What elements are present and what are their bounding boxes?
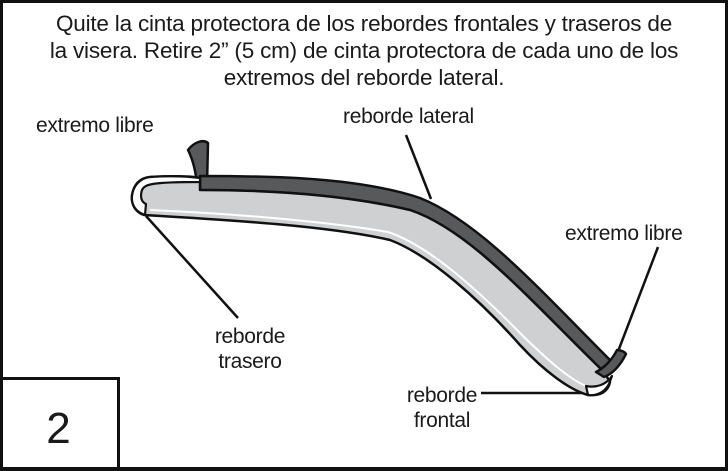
instruction-line-2: la visera. Retire 2” (5 cm) de cinta pro…: [49, 38, 679, 63]
step-number-box: 2: [0, 377, 120, 471]
label-front-flange: reborde frontal: [392, 383, 492, 433]
rear-flange-lip: [130, 175, 202, 217]
leader-line-free-end-right: [612, 246, 660, 363]
instruction-text: Quite la cinta protectora de los reborde…: [20, 10, 708, 91]
label-free-end-left: extremo libre: [36, 114, 154, 137]
leader-line-side-flange: [404, 134, 433, 200]
label-front-flange-line-2: frontal: [413, 409, 471, 432]
label-rear-flange-line-2: trasero: [218, 350, 282, 373]
label-rear-flange-line-1: reborde: [214, 325, 286, 348]
visor-inner-edge: [149, 209, 591, 389]
label-side-flange: reborde lateral: [343, 105, 474, 128]
leader-line-rear-flange: [145, 215, 239, 319]
peeled-tape-right: [594, 348, 628, 379]
instruction-line-3: extremos del reborde lateral.: [223, 65, 505, 90]
step-number: 2: [46, 403, 71, 453]
label-rear-flange: reborde trasero: [200, 324, 300, 374]
label-free-end-right: extremo libre: [565, 222, 683, 245]
label-front-flange-line-1: reborde: [406, 384, 478, 407]
instruction-line-1: Quite la cinta protectora de los reborde…: [55, 11, 673, 36]
front-flange-lip: [584, 374, 614, 397]
